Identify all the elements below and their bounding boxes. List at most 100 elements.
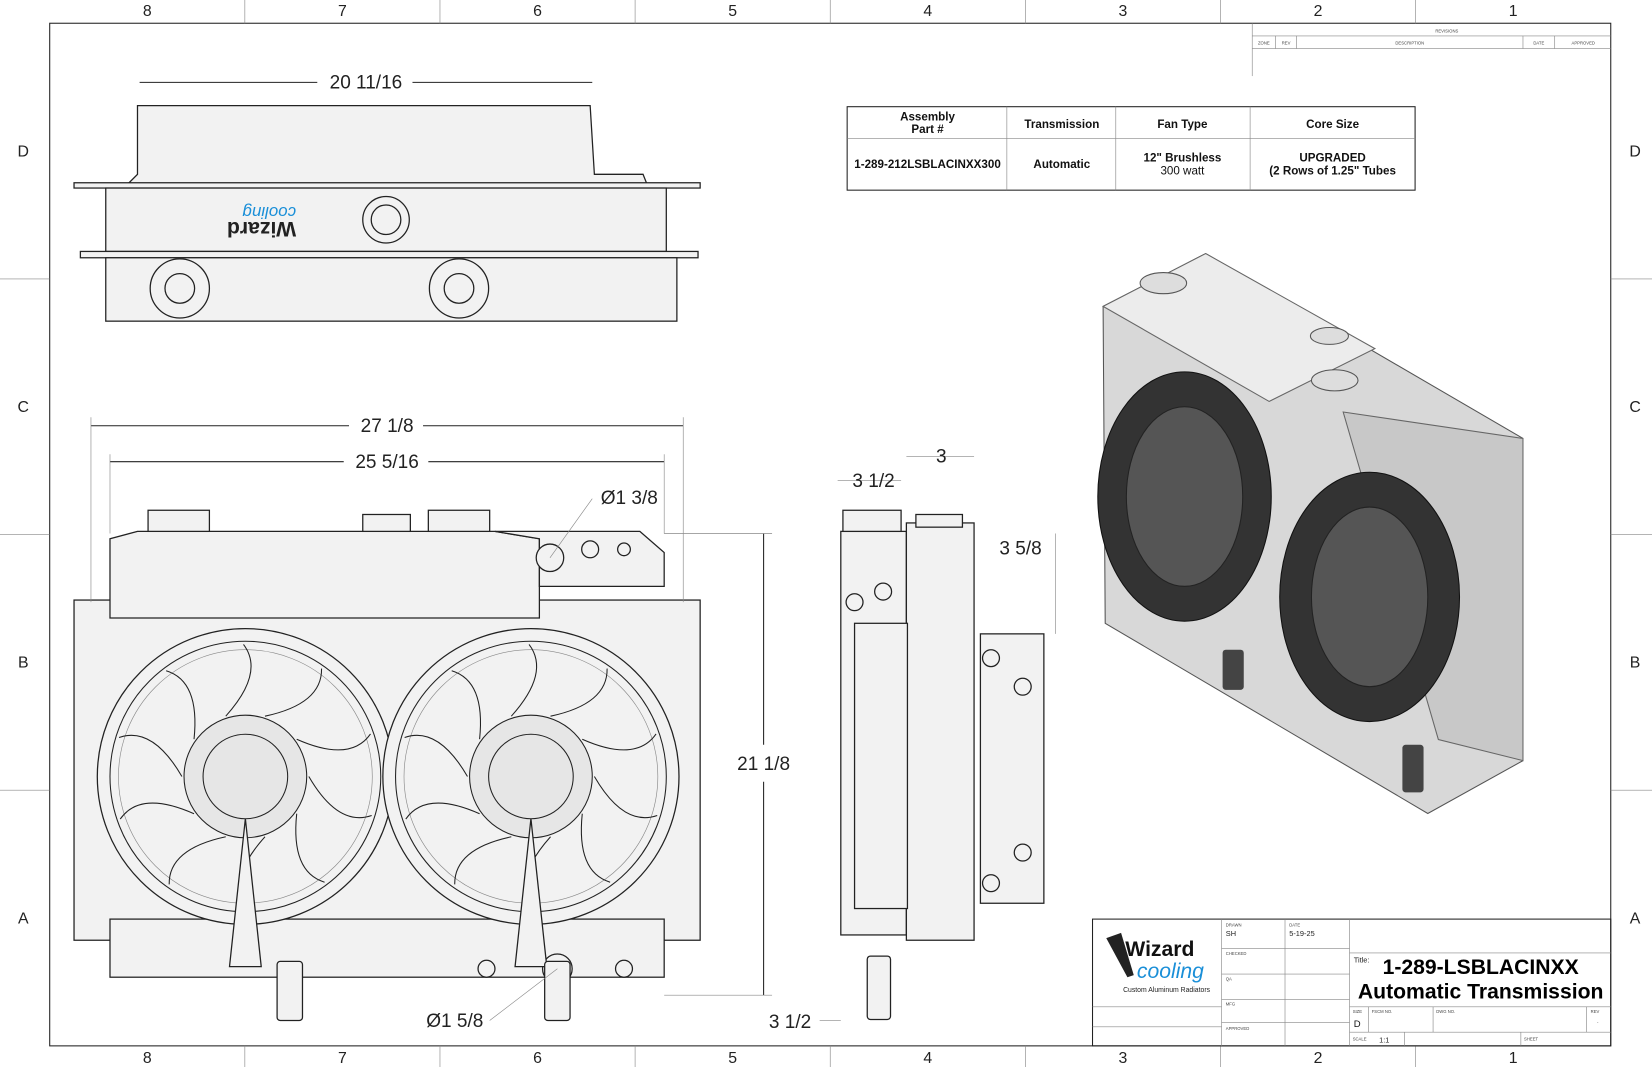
- cell-core-size: UPGRADED: [1299, 152, 1365, 165]
- dim-core-width: 25 5/16: [355, 452, 418, 473]
- zone-row-label: D: [1629, 143, 1640, 160]
- svg-text:Wizard: Wizard: [1125, 938, 1194, 961]
- rev-header-description: DESCRIPTION: [1395, 40, 1424, 45]
- sheet-label: SHEET: [1524, 1037, 1538, 1042]
- header-core-size: Core Size: [1306, 118, 1359, 131]
- dim-side-bottom-depth: 3 1/2: [769, 1012, 811, 1033]
- header-part-number: Part #: [911, 123, 944, 136]
- mfg-label: MFG: [1226, 1002, 1235, 1007]
- svg-text:Custom Aluminum Radiators: Custom Aluminum Radiators: [1123, 987, 1211, 994]
- fan-blade: [405, 802, 480, 820]
- zone-column-label: 3: [1119, 1050, 1128, 1067]
- top-view: Wizard cooling 20 11/16: [73, 73, 701, 322]
- rev-header-date: DATE: [1533, 40, 1544, 45]
- fan-blade: [510, 644, 538, 717]
- zone-row-label: C: [18, 399, 29, 416]
- dim-side-core-depth: 3: [936, 447, 947, 468]
- fan-right: [382, 627, 680, 968]
- title-line-1: 1-289-LSBLACINXX: [1383, 956, 1579, 979]
- header-assembly: Assembly: [900, 110, 955, 123]
- zone-row-label: A: [18, 910, 29, 927]
- fan-blade: [118, 734, 183, 777]
- dim-cap-diameter: Ø1 3/8: [601, 488, 658, 509]
- dim-side-fan-depth: 3 5/8: [999, 539, 1041, 560]
- zone-column-label: 4: [923, 1050, 932, 1067]
- wizard-cooling-logo: Wizard cooling Custom Aluminum Radiators: [1106, 932, 1211, 994]
- zone-column-label: 6: [533, 1050, 542, 1067]
- fan-blade: [225, 644, 252, 717]
- dim-height: 21 1/8: [737, 754, 790, 775]
- revisions-block: REVISIONS ZONE REV DESCRIPTION DATE APPR…: [1251, 23, 1611, 77]
- fan-wire-harness: [228, 818, 262, 968]
- drawn-label: DRAWN: [1226, 922, 1242, 927]
- size-value: D: [1354, 1019, 1361, 1030]
- qa-label: QA: [1226, 976, 1232, 981]
- size-label: SIZE: [1353, 1009, 1363, 1014]
- cell-core-detail: (2 Rows of 1.25" Tubes: [1269, 164, 1396, 177]
- title-block: Wizard cooling Custom Aluminum Radiators…: [1091, 918, 1612, 1047]
- scale-label: SCALE: [1353, 1037, 1367, 1042]
- fan-blade: [264, 668, 323, 717]
- svg-text:cooling: cooling: [1137, 960, 1204, 983]
- dim-outlet-diameter: Ø1 5/8: [426, 1011, 483, 1032]
- approved-label: APPROVED: [1226, 1026, 1249, 1031]
- zone-column-label: 1: [1509, 1050, 1518, 1067]
- zone-row-label: D: [18, 143, 29, 160]
- fan-blade: [454, 836, 512, 885]
- zone-column-label: 5: [728, 1050, 737, 1067]
- dim-overall-width: 27 1/8: [361, 416, 414, 437]
- zone-column-label: 6: [533, 3, 542, 20]
- cell-fan-type: 12" Brushless: [1144, 152, 1222, 165]
- front-view: 27 1/8 25 5/16 21 1/8 Ø1 3/8 Ø1 5/8: [73, 416, 790, 1032]
- fan-blade: [404, 734, 468, 777]
- dim-side-top-depth: 3 1/2: [852, 471, 894, 492]
- revisions-title: REVISIONS: [1435, 29, 1458, 34]
- zone-row-label: B: [1630, 655, 1641, 672]
- zone-column-label: 5: [728, 3, 737, 20]
- wizard-logo-mirrored: Wizard cooling: [227, 203, 296, 240]
- fan-blade: [168, 836, 226, 885]
- fan-blade: [451, 670, 481, 740]
- fan-connector-left: [276, 960, 304, 1022]
- fscm-label: FSCM NO.: [1372, 1009, 1393, 1014]
- spec-table: Assembly Part # Transmission Fan Type Co…: [846, 106, 1416, 191]
- zone-column-label: 4: [923, 3, 932, 20]
- date-label: DATE: [1289, 922, 1300, 927]
- fan-blade: [296, 733, 371, 751]
- cell-fan-power: 300 watt: [1160, 164, 1205, 177]
- zone-column-label: 3: [1119, 3, 1128, 20]
- cell-transmission: Automatic: [1033, 158, 1090, 171]
- rev-label: REV: [1591, 1009, 1600, 1014]
- fan-blade: [582, 733, 657, 751]
- fan-wire-harness: [514, 818, 548, 968]
- zone-row-label: A: [1630, 910, 1641, 927]
- header-transmission: Transmission: [1024, 118, 1099, 131]
- side-view: 3 1/2 3 3 5/8 3 1/2: [769, 447, 1056, 1033]
- drawn-value: SH: [1226, 929, 1236, 938]
- isometric-view: [1097, 252, 1524, 815]
- fan-blade: [166, 670, 196, 740]
- fan-connector-right: [544, 960, 571, 1022]
- zone-row-label: B: [18, 655, 29, 672]
- rev-header-zone: ZONE: [1258, 40, 1270, 45]
- fan-left: [96, 627, 395, 968]
- dwg-label: DWG NO.: [1436, 1009, 1455, 1014]
- header-fan-type: Fan Type: [1157, 118, 1208, 131]
- zone-column-label: 7: [338, 3, 347, 20]
- rev-header-approved: APPROVED: [1572, 40, 1595, 45]
- zone-column-label: 2: [1314, 3, 1323, 20]
- scale-value: 1:1: [1379, 1036, 1389, 1045]
- fan-blade: [119, 802, 195, 820]
- zone-row-label: C: [1629, 399, 1640, 416]
- title-line-2: Automatic Transmission: [1358, 980, 1603, 1003]
- fan-blade: [580, 813, 611, 883]
- cell-part-number: 1-289-212LSBLACINXX300: [854, 158, 1001, 171]
- rev-value: -: [1597, 1020, 1599, 1025]
- title-label: Title:: [1354, 955, 1370, 964]
- fan-blade: [295, 813, 325, 883]
- zone-column-label: 7: [338, 1050, 347, 1067]
- svg-text:cooling: cooling: [242, 203, 296, 222]
- date-value: 5-19-25: [1289, 929, 1314, 938]
- rev-header-rev: REV: [1282, 40, 1291, 45]
